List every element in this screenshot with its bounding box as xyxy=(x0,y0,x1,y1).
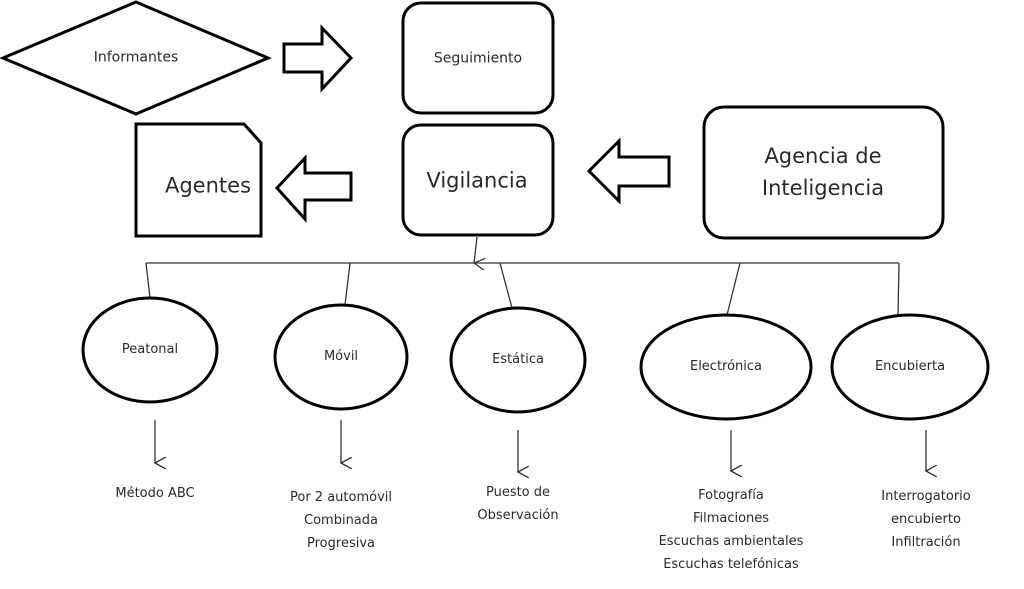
method-list-estatica: Puesto de Observación xyxy=(477,481,558,527)
method-item: Por 2 automóvil xyxy=(289,490,393,505)
connector-electronica xyxy=(726,262,741,316)
branch-label-movil: Móvil xyxy=(323,349,359,365)
method-list-peatonal: Método ABC xyxy=(115,482,194,505)
left-block-arrow-agencia xyxy=(586,137,671,205)
method-item: Método ABC xyxy=(115,486,195,501)
ellipse-electronica xyxy=(639,313,813,421)
agencia-label: Agencia de Inteligencia xyxy=(761,144,885,200)
branch-group xyxy=(81,262,990,472)
vigilancia-box xyxy=(401,123,555,237)
connector-peatonal xyxy=(145,262,151,299)
method-item: Combinada xyxy=(304,513,378,528)
connector-encubierta xyxy=(897,262,900,316)
informantes-label: Informantes xyxy=(93,49,179,66)
informantes-diamond xyxy=(0,0,272,116)
branch-label-estatica: Estática xyxy=(492,352,544,368)
connector-estatica xyxy=(499,262,513,309)
method-item: Fotografía xyxy=(698,488,764,503)
agentes-document xyxy=(134,122,263,238)
method-item: Interrogatorio xyxy=(881,489,971,504)
ellipse-peatonal xyxy=(81,296,219,404)
method-item: Escuchas telefónicas xyxy=(663,557,799,572)
seguimiento-label: Seguimiento xyxy=(433,50,523,67)
method-item: Progresiva xyxy=(307,536,375,551)
agentes-label: Agentes xyxy=(164,173,252,198)
method-item: Filmaciones xyxy=(692,511,770,526)
method-item: Infiltración xyxy=(891,535,961,550)
ellipse-movil xyxy=(273,303,409,411)
branch-label-electronica: Electrónica xyxy=(689,359,763,375)
agencia-box xyxy=(702,105,945,240)
vigilancia-down-arrow xyxy=(474,236,477,263)
method-item: encubierto xyxy=(891,512,961,527)
ellipse-estatica xyxy=(449,306,587,414)
seguimiento-box xyxy=(401,1,555,115)
branch-label-encubierta: Encubierta xyxy=(874,359,946,375)
right-block-arrow xyxy=(282,24,354,93)
method-item: Puesto de xyxy=(485,485,551,500)
method-item: Observación xyxy=(477,508,559,523)
ellipse-encubierta xyxy=(830,313,990,421)
connector-movil xyxy=(344,262,351,306)
branch-label-peatonal: Peatonal xyxy=(121,342,179,358)
vigilancia-label: Vigilancia xyxy=(426,168,528,193)
left-block-arrow-agentes xyxy=(274,154,353,223)
method-item: Escuchas ambientales xyxy=(658,534,804,549)
